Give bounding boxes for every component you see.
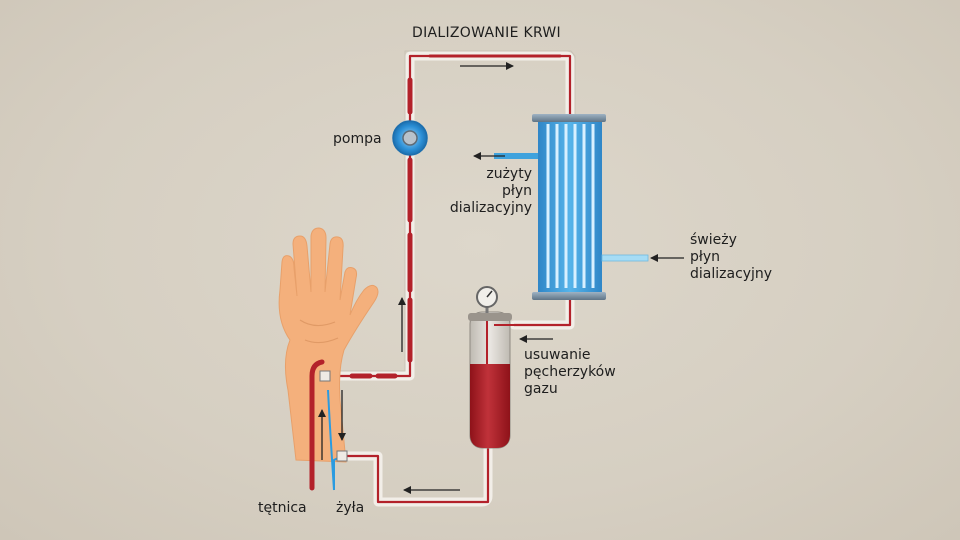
fresh-fluid-line-1: świeży — [690, 232, 737, 248]
bubbles-line-1: usuwanie — [524, 347, 591, 363]
flow-arrows — [318, 62, 684, 494]
used-fluid-label: zużyty płyn dializacyjny — [436, 166, 532, 217]
diagram-title: DIALIZOWANIE KRWI — [412, 25, 561, 41]
bubbles-label: usuwanie pęcherzyków gazu — [524, 347, 616, 398]
vein-connector — [336, 450, 348, 462]
bubbles-line-2: pęcherzyków — [524, 364, 616, 380]
artery-connector — [319, 370, 331, 382]
used-fluid-line-1: zużyty — [486, 166, 532, 182]
fresh-fluid-line-3: dializacyjny — [690, 266, 773, 282]
bubble-trap — [468, 286, 514, 449]
artery-label: tętnica — [258, 500, 307, 516]
used-fluid-line-3: dializacyjny — [449, 200, 532, 216]
pump — [392, 120, 428, 156]
blood-segments — [349, 54, 562, 379]
tubing — [319, 51, 575, 507]
fresh-fluid-line-2: płyn — [690, 249, 721, 265]
artery-vessel — [309, 359, 325, 491]
dialyzer — [494, 114, 649, 300]
used-fluid-line-2: płyn — [501, 183, 532, 199]
bubbles-line-3: gazu — [524, 381, 558, 397]
hand — [278, 227, 379, 463]
blood-line — [324, 54, 572, 504]
fresh-fluid-label: świeży płyn dializacyjny — [690, 232, 772, 283]
pump-label: pompa — [333, 131, 382, 147]
vein-label: żyła — [336, 500, 365, 516]
